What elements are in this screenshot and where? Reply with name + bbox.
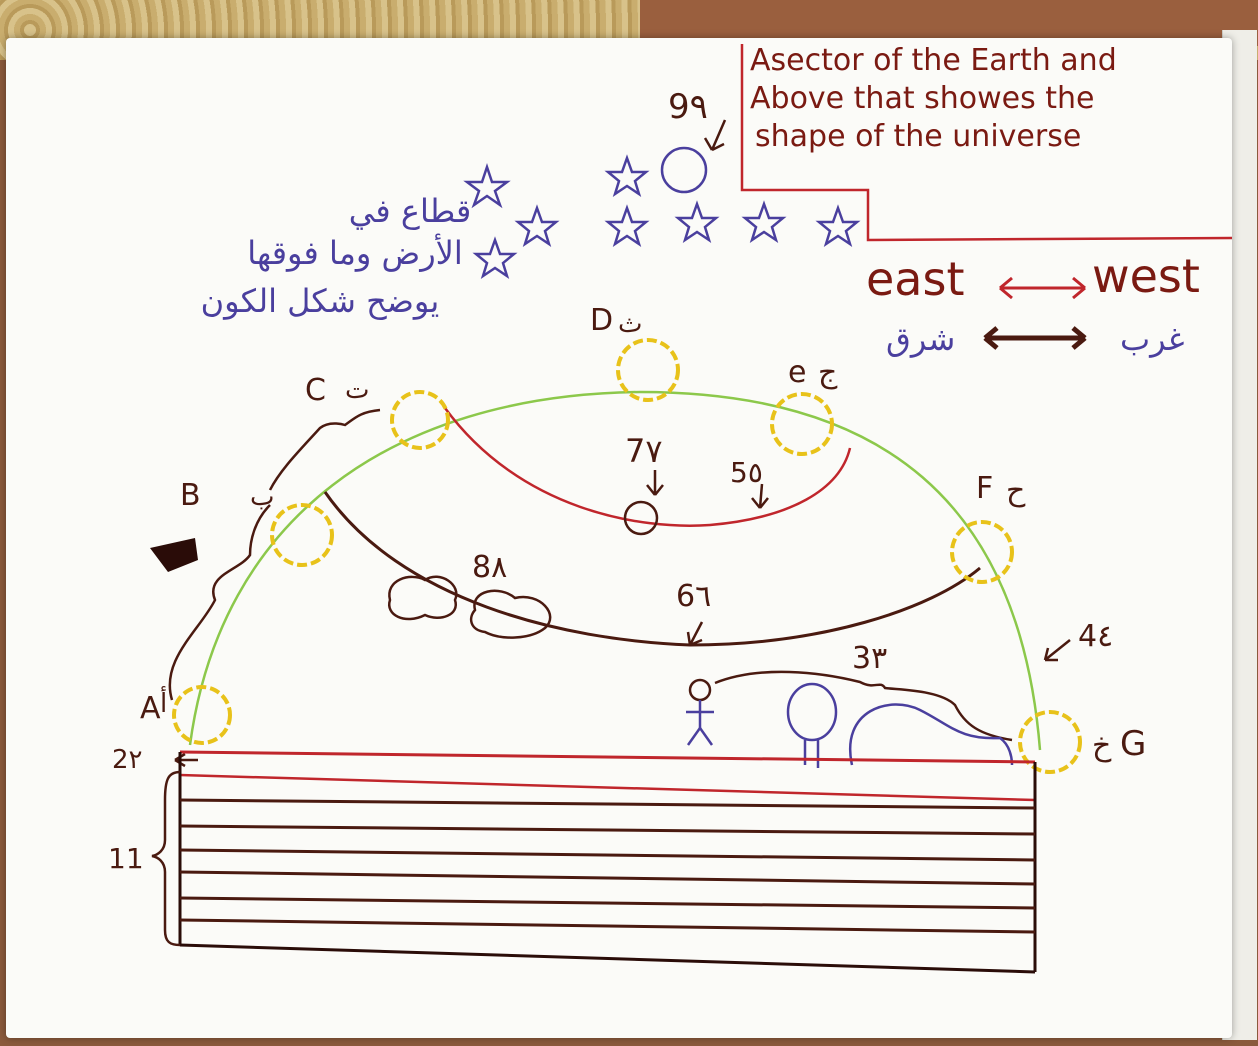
caption-box-border: [740, 44, 1233, 242]
lower-path-arc: [323, 491, 981, 647]
east-label: east: [866, 252, 965, 306]
label-A: A: [140, 691, 161, 726]
arrow-5-icon: [751, 483, 769, 509]
star-icon: [604, 154, 650, 197]
arrow-6-icon: [686, 621, 704, 647]
ar-direction-arrow-icon: [983, 326, 1087, 350]
label-E: e: [788, 355, 806, 390]
sun-A-icon: [172, 685, 232, 745]
caption-ar-line-1: قطاع في: [349, 192, 472, 230]
sun-E-icon: [770, 392, 834, 456]
label-C-ar: ت: [345, 375, 369, 405]
sky-dome-arc: [188, 390, 1042, 751]
label-G: G: [1120, 724, 1146, 764]
label-C: C: [305, 373, 326, 408]
caption-line-2: Above that showes the: [750, 81, 1095, 116]
arrow-4-icon: [1043, 639, 1071, 662]
stars-group: [463, 154, 861, 279]
tree-icon: [786, 682, 838, 768]
mountain-icon: [848, 703, 1014, 766]
label-F: F: [976, 471, 993, 506]
star-icon: [472, 236, 518, 279]
arrow-7-icon: [646, 470, 664, 496]
moon-icon: [660, 146, 708, 194]
caption-line-1: Asector of the Earth and: [750, 43, 1117, 78]
east-west-arrow-icon: [999, 276, 1086, 300]
brace-1: [151, 770, 181, 947]
label-8: 8٨: [472, 550, 507, 585]
person-icon: [686, 678, 714, 746]
sun-C-icon: [390, 390, 450, 450]
caption-ar-line-3: يوضح شكل الكون: [201, 282, 440, 320]
label-A-ar: أ: [160, 685, 167, 719]
label-D: D: [590, 303, 613, 338]
sun-path-arc: [443, 407, 852, 527]
earth-layers: [178, 750, 1037, 974]
brace-3: [714, 670, 1013, 742]
brace-left-lower: [168, 504, 271, 701]
sun-D-icon: [616, 338, 680, 402]
sun-G-icon: [1018, 710, 1082, 774]
arrow-9-icon: [703, 119, 727, 152]
label-2: 2٢: [112, 745, 143, 775]
label-D-ar: ث: [618, 309, 642, 339]
label-4: 4٤: [1078, 619, 1113, 654]
label-5: 5٥: [730, 456, 763, 489]
star-icon: [604, 204, 650, 247]
star-icon: [815, 204, 861, 247]
label-G-ar: خ: [1092, 728, 1112, 763]
cloud-icon: [388, 575, 458, 621]
label-B-ar: ب: [250, 482, 274, 512]
label-B: B: [180, 478, 201, 513]
caption-line-3: shape of the universe: [755, 119, 1081, 154]
star-icon: [674, 200, 720, 243]
caption-ar-line-2: الأرض وما فوقها: [247, 233, 463, 272]
star-icon: [741, 200, 787, 243]
dark-mark: [150, 538, 198, 572]
sun-F-icon: [950, 520, 1014, 584]
label-6: 6٦: [676, 579, 711, 614]
label-9: 9٩: [668, 87, 708, 127]
label-E-ar: ج: [818, 355, 838, 390]
label-F-ar: ح: [1006, 473, 1026, 508]
label-1: 11: [108, 842, 144, 875]
moon-7-icon: [623, 500, 659, 536]
arrow-2-icon: [174, 752, 198, 768]
suns-group: [172, 338, 1082, 774]
sun-B-icon: [270, 503, 334, 567]
label-3: 3٣: [852, 641, 887, 676]
east-ar-label: شرق: [886, 320, 955, 358]
west-label: west: [1092, 249, 1200, 303]
star-icon: [463, 163, 511, 209]
brace-left-upper: [268, 408, 381, 491]
label-7: 7٧: [625, 432, 663, 470]
star-icon: [514, 204, 560, 247]
cloud-icon: [469, 589, 552, 639]
west-ar-label: غرب: [1120, 320, 1185, 358]
